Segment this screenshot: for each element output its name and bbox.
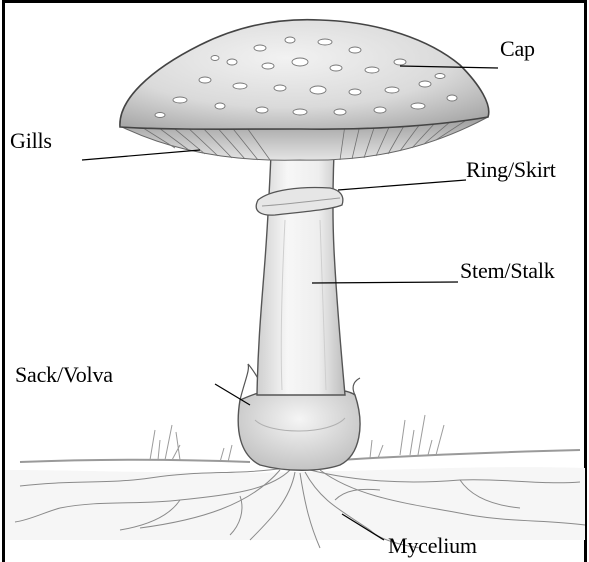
gills-label: Gills <box>10 130 52 152</box>
ring-skirt-label: Ring/Skirt <box>466 159 556 181</box>
sack-volva-label: Sack/Volva <box>15 364 113 386</box>
gills-pointer <box>82 150 200 160</box>
stem <box>257 130 345 395</box>
mycelium-label: Mycelium <box>388 535 477 557</box>
stem-stalk-label: Stem/Stalk <box>460 260 555 282</box>
sack-pointer <box>215 384 250 405</box>
ring-pointer <box>338 180 466 190</box>
cap <box>120 20 489 130</box>
cap-label: Cap <box>500 38 535 60</box>
